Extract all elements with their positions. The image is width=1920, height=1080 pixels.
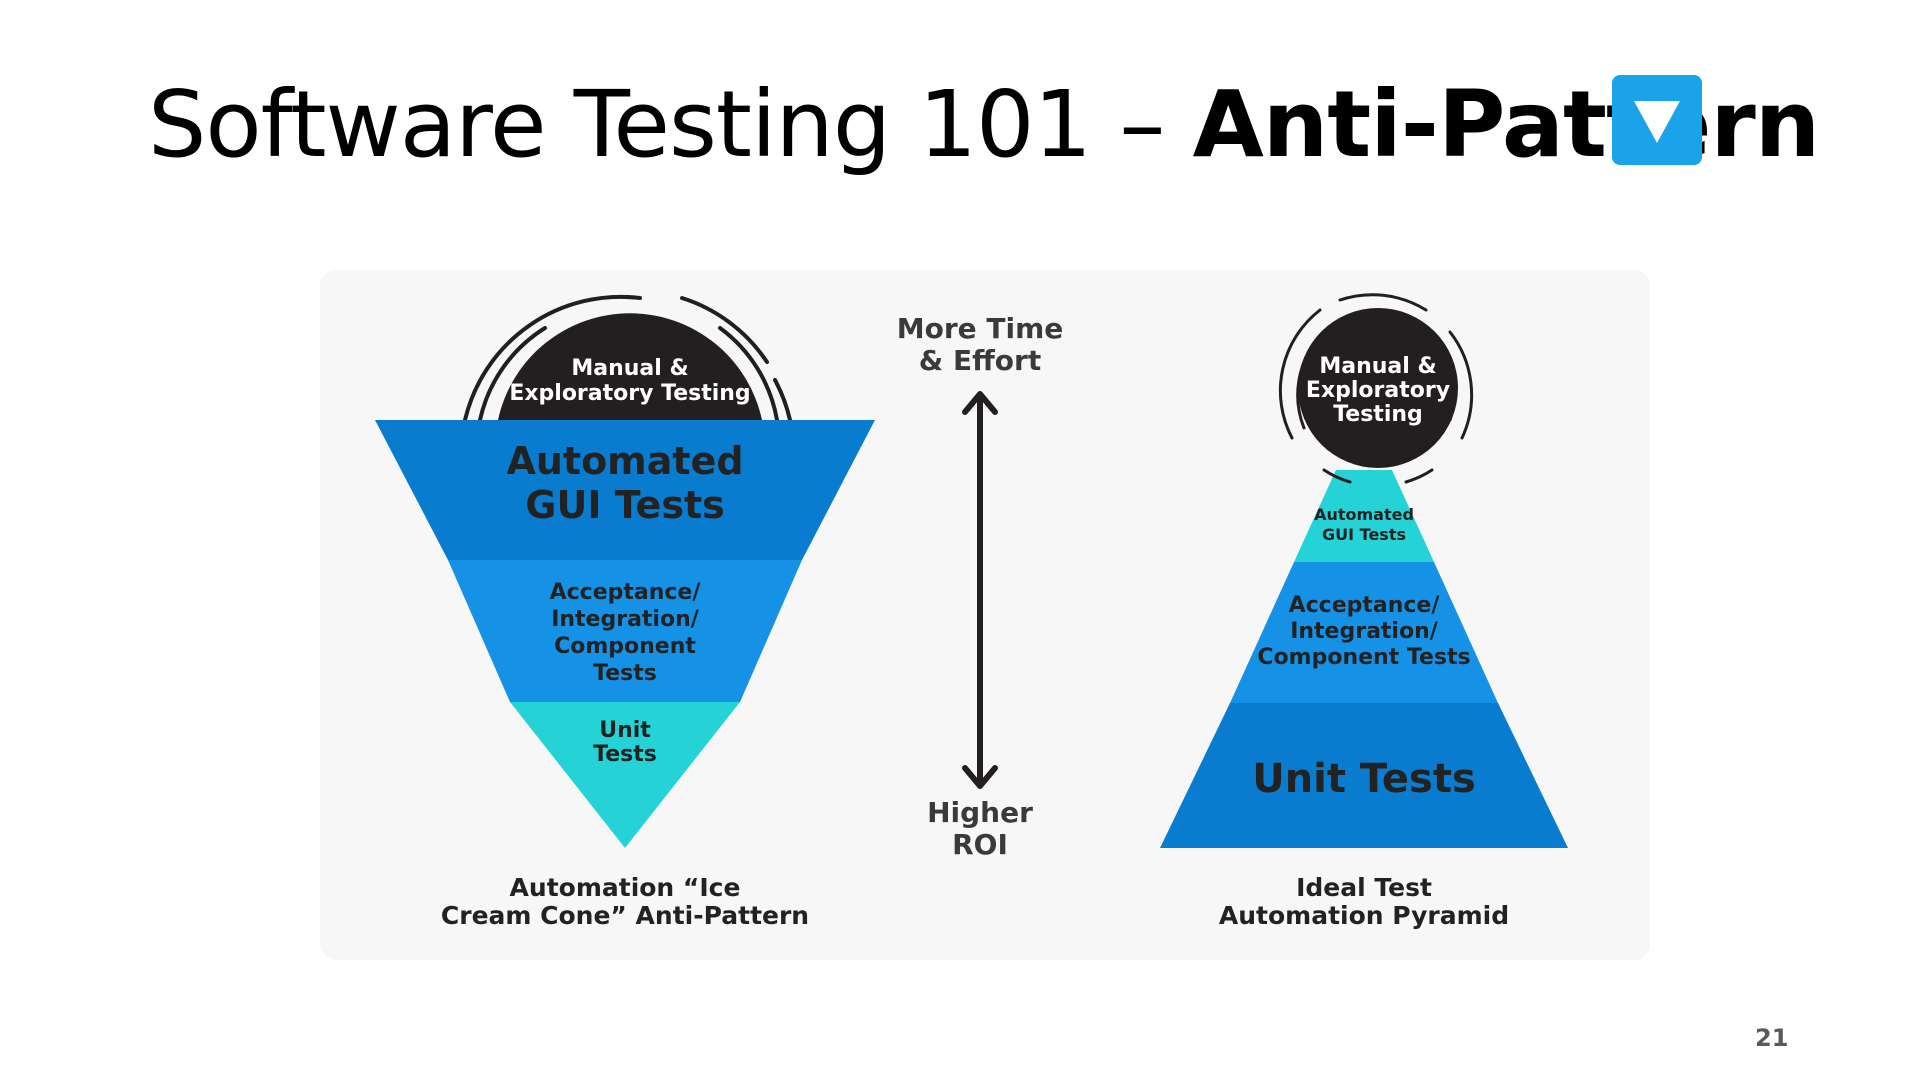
- pyramid-unit-line-1: Unit Tests: [1252, 756, 1476, 802]
- pyramid-caption-line-1: Ideal Test: [1296, 873, 1432, 902]
- cone-acceptance-line-4: Tests: [593, 661, 657, 686]
- down-triangle-button-icon: [1612, 75, 1702, 165]
- cone-unit-line-2: Tests: [593, 742, 657, 767]
- diagram-panel: Manual & Exploratory Testing Automated G…: [320, 270, 1650, 960]
- circle-motion-arcs: [463, 294, 792, 422]
- cone-gui-line-2: GUI Tests: [525, 483, 724, 527]
- arrow-top-line-2: & Effort: [919, 344, 1041, 377]
- pyramid-circle-line-2: Exploratory: [1306, 378, 1450, 403]
- pyramid-circle-line-3: Testing: [1333, 402, 1423, 427]
- title-bold-text: Anti-Pattern: [1192, 71, 1821, 178]
- pyramid-acceptance-line-2: Integration/: [1290, 619, 1439, 644]
- cone-acceptance-line-1: Acceptance/: [550, 580, 702, 605]
- arrow-down-head-icon: [962, 765, 998, 789]
- pyramid-acceptance-line-1: Acceptance/: [1289, 593, 1441, 618]
- manual-testing-circle: [498, 313, 762, 420]
- arrow-bottom-line-2: ROI: [952, 828, 1008, 861]
- slide-title: Software Testing 101 – Anti-Pattern: [148, 70, 1821, 180]
- pyramid-layer-acceptance: [1230, 562, 1498, 703]
- pyramid-manual-testing-circle: [1298, 308, 1458, 468]
- cone-acceptance-line-3: Component: [554, 634, 696, 659]
- cone-layer-acceptance: [448, 560, 802, 702]
- cone-layer-unit: [510, 702, 740, 848]
- page-number: 21: [1755, 1024, 1789, 1052]
- cone-caption-line-1: Automation “Ice: [510, 873, 741, 902]
- cone-unit-line-1: Unit: [599, 718, 651, 743]
- pyramid-circle-line-1: Manual &: [1319, 354, 1436, 379]
- effort-roi-arrow-group: More Time & Effort Higher ROI: [897, 312, 1064, 861]
- pyramid-gui-line-2: GUI Tests: [1322, 525, 1406, 544]
- pyramid-caption-line-2: Automation Pyramid: [1219, 901, 1509, 930]
- cone-acceptance-line-2: Integration/: [551, 607, 700, 632]
- pyramid-layer-gui: [1294, 470, 1434, 562]
- pyramid-gui-line-1: Automated: [1314, 505, 1414, 524]
- test-pyramid: Manual & Exploratory Testing Automated G…: [1160, 293, 1568, 930]
- cone-circle-line-2: Exploratory Testing: [509, 381, 750, 406]
- arrow-top-line-1: More Time: [897, 312, 1064, 345]
- pyramid-acceptance-line-3: Component Tests: [1257, 645, 1470, 670]
- arrow-bottom-line-1: Higher: [927, 796, 1033, 829]
- arrow-up-head-icon: [962, 391, 998, 415]
- title-normal-text: Software Testing 101 –: [148, 71, 1193, 178]
- cone-gui-line-1: Automated: [506, 439, 743, 483]
- cone-caption-line-2: Cream Cone” Anti-Pattern: [441, 901, 809, 930]
- pyramid-layer-unit: [1160, 703, 1568, 848]
- testing-diagram: Manual & Exploratory Testing Automated G…: [375, 293, 1568, 930]
- cone-layer-gui: [375, 420, 875, 560]
- ice-cream-cone: Manual & Exploratory Testing Automated G…: [375, 294, 875, 930]
- cone-circle-line-1: Manual &: [571, 356, 688, 381]
